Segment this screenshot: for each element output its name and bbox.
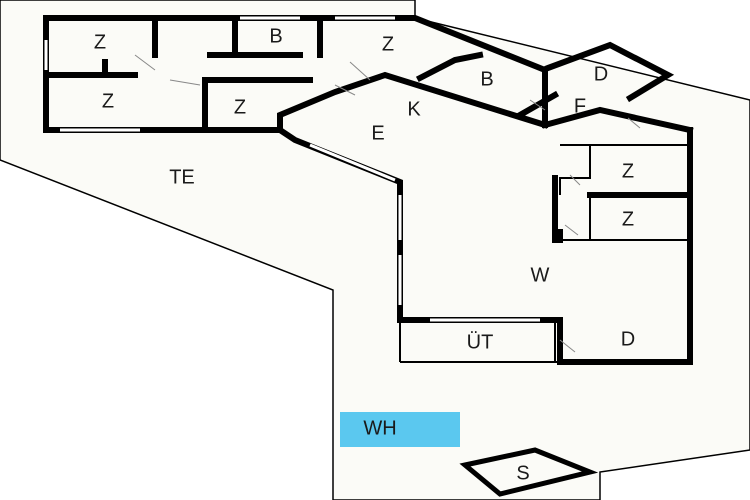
room-label-wh: WH: [363, 417, 396, 439]
wh-highlight: [340, 412, 460, 447]
room-label-b1: B: [269, 25, 282, 47]
room-label-z3: Z: [102, 90, 114, 112]
room-label-z5: Z: [622, 160, 634, 182]
room-label-k: K: [407, 98, 421, 120]
room-label-z1: Z: [94, 31, 106, 53]
room-label-te: TE: [169, 166, 195, 188]
interior-walls: [43, 15, 693, 363]
room-label-z2: Z: [382, 33, 394, 55]
room-label-b2: B: [480, 68, 493, 90]
room-label-ut: ÜT: [467, 331, 494, 353]
room-label-d1: D: [594, 63, 608, 85]
room-label-w: W: [531, 264, 550, 286]
room-labels: Z B Z Z Z B D K E F TE Z Z W ÜT D WH S: [94, 25, 635, 484]
room-label-z6: Z: [622, 208, 634, 230]
sauna-building: [459, 447, 599, 497]
door-swings: [134, 54, 641, 353]
room-label-z4: Z: [234, 96, 246, 118]
room-label-d2: D: [621, 328, 635, 350]
room-label-f: F: [574, 95, 586, 117]
windows: [44, 16, 540, 322]
room-label-s: S: [516, 462, 529, 484]
room-label-e: E: [371, 122, 384, 144]
